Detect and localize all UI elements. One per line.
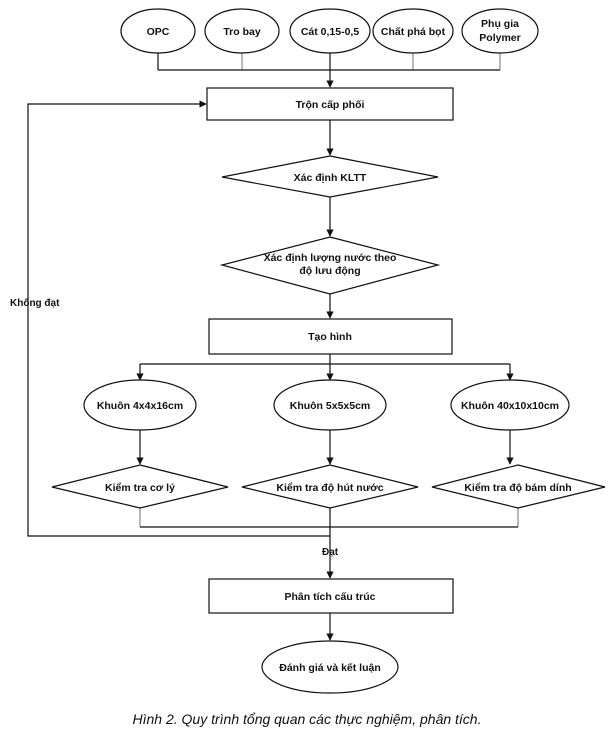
input-tro-bay-label: Tro bay xyxy=(223,26,261,38)
step-tron-cap-phoi-label: Trộn cấp phối xyxy=(296,99,365,111)
input-cat: Cát 0,15-0,5 xyxy=(289,8,371,54)
test-do-hut-nuoc-label: Kiểm tra độ hút nước xyxy=(276,482,383,494)
decision-xac-dinh-luong-nuoc: Xác định lượng nước theo độ lưu động xyxy=(219,236,441,295)
step-phan-tich-cau-truc: Phân tích cấu trúc xyxy=(208,578,454,614)
mold-40x10x10: Khuôn 40x10x10cm xyxy=(450,379,570,431)
step-tron-cap-phoi: Trộn cấp phối xyxy=(206,87,454,121)
decision-xac-dinh-kltt-label: Xác định KLTT xyxy=(294,172,367,184)
input-chat-pha-bot-label: Chất phá bọt xyxy=(381,26,446,38)
step-tao-hinh-label: Tạo hình xyxy=(308,331,352,343)
test-do-bam-dinh: Kiểm tra độ bám dính xyxy=(431,464,606,509)
step-danh-gia-ket-luan: Đánh giá và kết luận xyxy=(261,640,399,694)
input-tro-bay: Tro bay xyxy=(204,8,280,54)
test-co-ly-label: Kiểm tra cơ lý xyxy=(105,482,175,494)
decision-xac-dinh-kltt: Xác định KLTT xyxy=(221,155,439,198)
label-dat: Đạt xyxy=(322,547,339,558)
test-do-bam-dinh-label: Kiểm tra độ bám dính xyxy=(464,482,571,494)
mold-40x10x10-label: Khuôn 40x10x10cm xyxy=(461,400,559,412)
input-phu-gia-polymer: Phụ gia Polymer xyxy=(461,8,539,54)
mold-5x5x5: Khuôn 5x5x5cm xyxy=(273,379,387,431)
test-co-ly: Kiểm tra cơ lý xyxy=(51,464,229,509)
input-phu-gia-label: Phụ gia xyxy=(481,18,519,30)
input-opc-label: OPC xyxy=(147,26,170,38)
label-khong-dat: Không đạt xyxy=(10,298,60,309)
mold-4x4x16: Khuôn 4x4x16cm xyxy=(83,379,197,431)
test-do-hut-nuoc: Kiểm tra độ hút nước xyxy=(241,464,419,509)
mold-5x5x5-label: Khuôn 5x5x5cm xyxy=(290,400,371,412)
connectors xyxy=(27,53,519,641)
decision-xac-dinh-luong-nuoc-line2: độ lưu động xyxy=(299,265,360,277)
step-tao-hinh: Tạo hình xyxy=(208,318,453,355)
input-polymer-label: Polymer xyxy=(479,32,520,44)
input-cat-label: Cát 0,15-0,5 xyxy=(301,26,360,38)
mold-4x4x16-label: Khuôn 4x4x16cm xyxy=(97,400,183,412)
input-opc: OPC xyxy=(120,8,196,54)
input-chat-pha-bot: Chất phá bọt xyxy=(372,8,454,54)
step-danh-gia-ket-luan-label: Đánh giá và kết luận xyxy=(279,662,381,674)
step-phan-tich-cau-truc-label: Phân tích cấu trúc xyxy=(284,591,375,603)
figure-caption: Hình 2. Quy trình tổng quan các thực ngh… xyxy=(133,711,482,727)
decision-xac-dinh-luong-nuoc-line1: Xác định lượng nước theo xyxy=(264,252,397,264)
